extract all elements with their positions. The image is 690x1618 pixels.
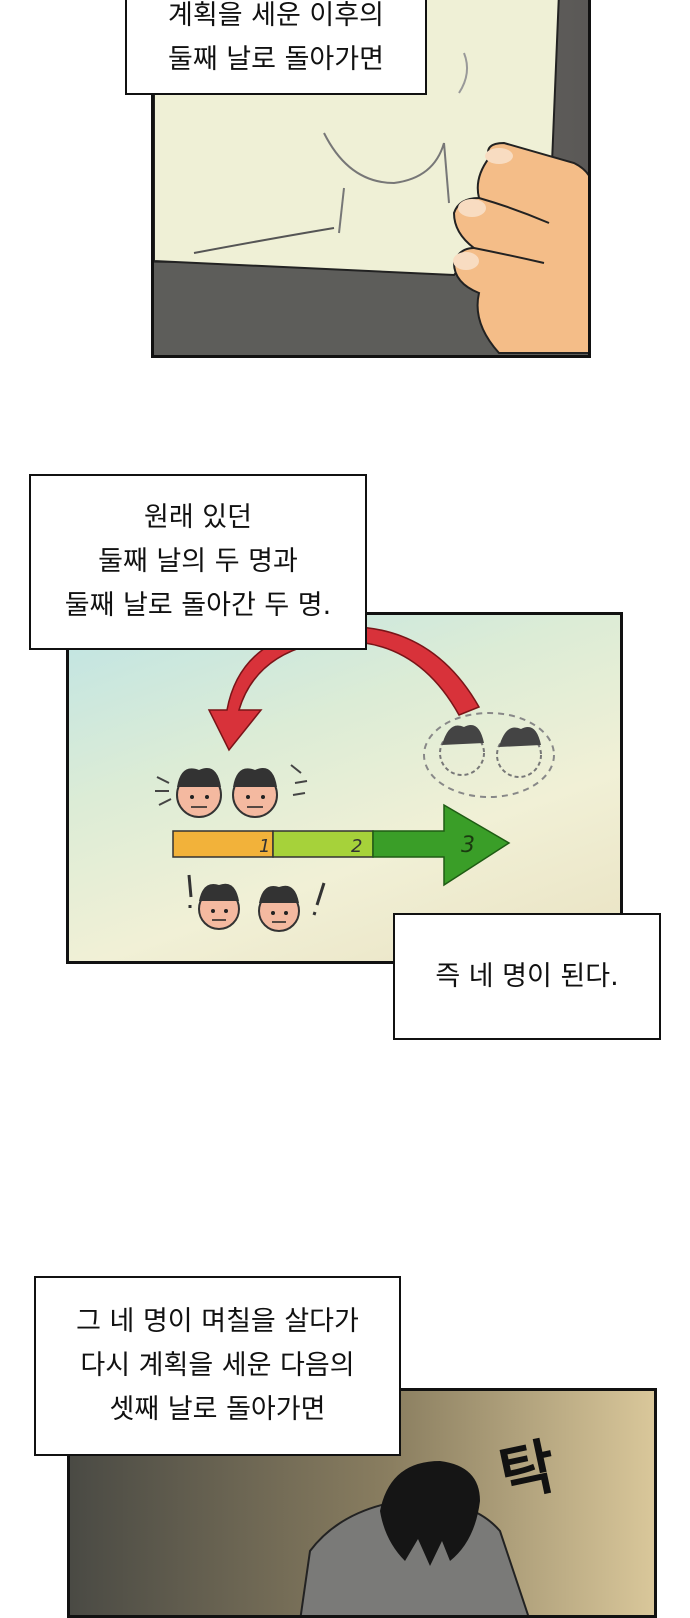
timeline-label-2: 2 — [351, 836, 362, 857]
caption-line: 둘째 날로 돌아가면 — [168, 43, 384, 75]
caption-middle: 원래 있던 둘째 날의 두 명과 둘째 날로 돌아간 두 명. — [29, 474, 367, 650]
head-day2-original — [232, 768, 278, 818]
timeline-segment-2 — [272, 830, 374, 858]
character-illustration: 탁 — [299, 1432, 562, 1615]
neck-sketch — [323, 132, 445, 185]
emphasis-lines — [290, 764, 308, 796]
timeline-diagram: 1 2 3 — [155, 625, 555, 932]
caption-top: 계획을 세운 이후의 둘째 날로 돌아가면 — [125, 0, 427, 95]
dashed-group-circle — [423, 712, 555, 798]
faint-head — [496, 727, 542, 778]
head-day2-returned — [198, 883, 240, 930]
timeline-label-1: 1 — [259, 836, 270, 857]
emphasis-lines — [155, 776, 172, 806]
hand — [452, 141, 588, 354]
sound-effect-text: 탁 — [493, 1432, 562, 1512]
caption-line: 계획을 세운 이후의 — [168, 0, 384, 31]
caption-line: 원래 있던 — [144, 502, 252, 533]
head-day2-original — [176, 768, 222, 818]
exclamation-mark — [312, 882, 326, 916]
caption-line: 다시 계획을 세운 다음의 — [80, 1350, 355, 1381]
caption-bottom: 그 네 명이 며칠을 살다가 다시 계획을 세운 다음의 셋째 날로 돌아가면 — [34, 1276, 401, 1456]
head-day2-returned — [258, 885, 300, 932]
exclamation-mark — [187, 874, 193, 908]
character-hair — [380, 1461, 480, 1566]
caption-line: 셋째 날로 돌아가면 — [109, 1394, 326, 1425]
caption-line: 둘째 날로 돌아간 두 명. — [64, 590, 332, 621]
timeline-label-3: 3 — [461, 833, 475, 858]
timeline-segment-1 — [172, 830, 274, 858]
caption-line: 즉 네 명이 된다. — [435, 960, 619, 992]
faint-head — [439, 725, 485, 776]
caption-line: 둘째 날의 두 명과 — [98, 546, 298, 577]
timeline-segment-3-arrow — [372, 803, 511, 887]
caption-result: 즉 네 명이 된다. — [393, 913, 661, 1040]
panel-timeline-diagram: 1 2 3 — [66, 612, 623, 964]
caption-line: 그 네 명이 며칠을 살다가 — [76, 1306, 359, 1337]
